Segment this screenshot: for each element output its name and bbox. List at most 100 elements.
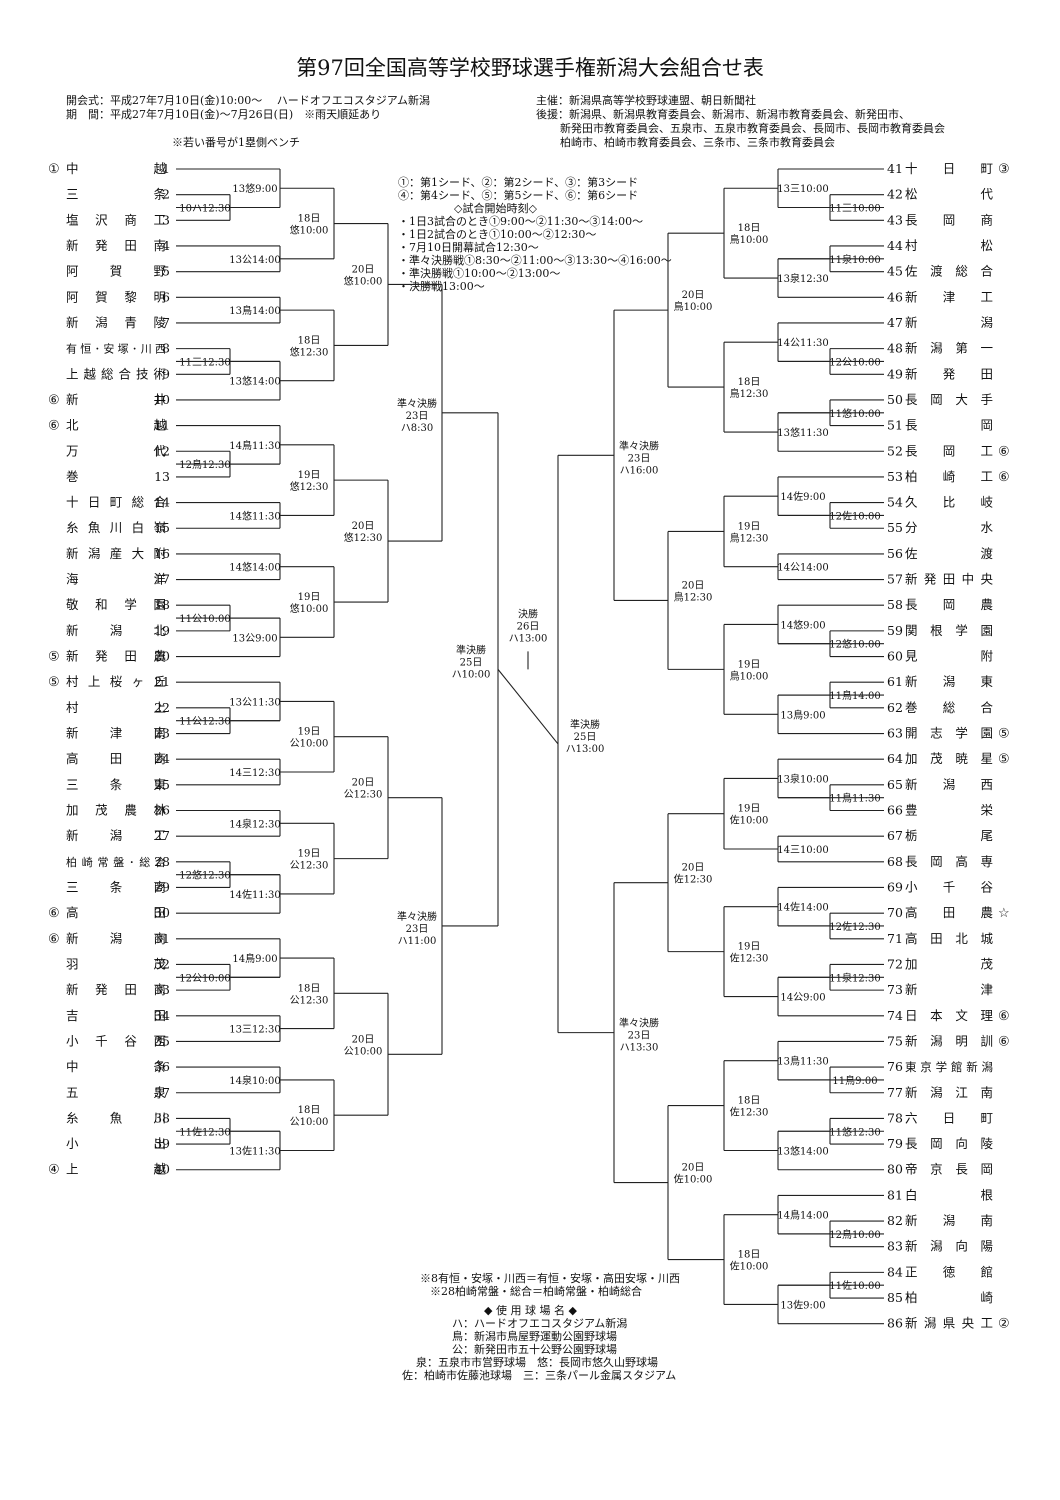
- team-number: 49: [887, 366, 903, 381]
- team-name: 新潟南: [905, 1213, 993, 1228]
- start-time-heading: ◇試合開始時刻◇: [454, 202, 537, 215]
- team-number: 86: [887, 1316, 903, 1331]
- team-number: 8: [162, 341, 170, 356]
- match-label: 公12:30: [344, 790, 383, 801]
- bench-note: ※若い番号が1塁側ベンチ: [172, 136, 300, 149]
- seed-mark: ⑤: [998, 727, 1010, 742]
- team-number: 31: [154, 931, 170, 946]
- match-label: 11三12:30: [179, 357, 231, 368]
- seed-mark: ①: [48, 162, 60, 177]
- team-number: 18: [154, 597, 170, 612]
- team-name: 万代: [66, 443, 166, 458]
- team-name: 分水: [905, 520, 993, 535]
- seed-legend-2: ④：第4シード、⑤：第5シード、⑥：第6シード: [398, 189, 639, 202]
- team-name: 小出: [66, 1136, 166, 1151]
- team-number: 7: [162, 315, 170, 330]
- team-name: 新潟向陽: [905, 1239, 993, 1254]
- team-name: 高田農: [905, 905, 993, 920]
- team-name: 長岡: [905, 418, 993, 433]
- match-label: 13悠11:30: [777, 426, 829, 439]
- match-label: 13三10:00: [777, 184, 829, 195]
- match-label: 公12:30: [290, 861, 329, 872]
- match-label: 佐10:00: [730, 1261, 769, 1273]
- match-label: ハ10:00: [452, 669, 491, 680]
- team-name: 上越: [66, 1162, 166, 1177]
- team-name: 新潟県央工: [905, 1316, 993, 1331]
- team-number: 61: [887, 674, 903, 689]
- team-name: 上越総合技術: [66, 366, 166, 381]
- match-label: 23日: [628, 453, 651, 464]
- team-number: 45: [887, 264, 903, 279]
- match-label: 14泉12:30: [229, 817, 281, 830]
- match-label: 13悠14:00: [777, 1144, 829, 1157]
- team-number: 24: [154, 751, 170, 766]
- match-label: 14鳥14:00: [777, 1209, 829, 1222]
- team-number: 15: [154, 520, 170, 535]
- team-name: 阿賀黎明: [66, 289, 166, 304]
- team-number: 2: [162, 187, 170, 202]
- match-label: 19日: [738, 521, 761, 532]
- team-number: 82: [887, 1213, 903, 1228]
- match-label: 19日: [738, 804, 761, 815]
- start-time-rule-3: ・7月10日開幕試合12:30〜: [398, 241, 539, 254]
- team-number: 44: [887, 238, 903, 253]
- match-label: ハ11:00: [398, 936, 437, 947]
- team-name: 新潟西: [905, 777, 993, 792]
- match-label: 14悠9:00: [780, 618, 825, 631]
- team-name: 羽茂: [66, 956, 166, 971]
- seed-legend-1: ①：第1シード、②：第2シード、③：第3シード: [398, 176, 639, 189]
- match-label: 鳥10:00: [674, 300, 713, 313]
- match-label: 18日: [298, 1105, 321, 1116]
- team-name: 高田北城: [905, 931, 993, 946]
- team-name: 新潟商: [66, 931, 166, 946]
- team-number: 85: [887, 1290, 903, 1305]
- match-label: 14三12:30: [229, 768, 281, 779]
- match-label: 悠12:30: [290, 480, 329, 493]
- match-label: 19日: [738, 942, 761, 953]
- team-name: 新発田商: [66, 982, 166, 997]
- seed-mark: ⑥: [998, 1009, 1010, 1024]
- team-number: 20: [154, 649, 170, 664]
- match-label: 19日: [738, 659, 761, 670]
- ceremony-info: 開会式：平成27年7月10日(金)10:00〜 ハードオフエコスタジアム新潟: [66, 94, 431, 107]
- team-name: 長岡大手: [905, 392, 993, 407]
- team-number: 33: [154, 982, 170, 997]
- team-name: 新井: [66, 392, 166, 407]
- team-name: 新津南: [66, 726, 166, 741]
- team-name: 佐渡: [905, 546, 993, 561]
- seed-mark: ⑥: [998, 1034, 1010, 1049]
- match-label: 20日: [352, 778, 375, 789]
- team-number: 69: [887, 879, 903, 894]
- match-label: 18日: [298, 214, 321, 225]
- match-label: 14悠14:00: [229, 561, 281, 574]
- match-label: 26日: [517, 621, 540, 632]
- team-number: 66: [887, 803, 903, 818]
- match-label: 13悠14:00: [229, 375, 281, 388]
- team-name: 柏崎工: [905, 469, 993, 484]
- match-label: 鳥12:30: [730, 531, 769, 544]
- team-name: 小千谷西: [66, 1033, 166, 1048]
- team-number: 68: [887, 854, 903, 869]
- team-name: 東京学館新潟: [905, 1060, 993, 1074]
- team-name: 長岡農: [905, 597, 993, 612]
- support-line-3: 柏崎市、柏崎市教育委員会、三条市、三条市教育委員会: [560, 136, 835, 149]
- team-name: 新潟江南: [905, 1085, 993, 1100]
- match-label: 11三10:00: [829, 203, 881, 214]
- team-name: 長岡向陵: [905, 1136, 993, 1151]
- seed-mark: ⑥: [48, 393, 60, 408]
- venue-line-4: 泉：五泉市市営野球場 悠：長岡市悠久山野球場: [416, 1356, 658, 1369]
- team-number: 56: [887, 546, 903, 561]
- team-name: 新潟東: [905, 674, 993, 689]
- team-name: 敬和学園: [66, 597, 166, 612]
- team-name: 栃尾: [905, 828, 993, 843]
- team-name: 新津工: [905, 289, 993, 304]
- team-name: 新潟青陵: [66, 315, 166, 330]
- team-number: 80: [887, 1162, 903, 1177]
- seed-mark: ⑤: [998, 752, 1010, 767]
- match-label: 12公10:00: [829, 357, 881, 368]
- team-name: 三条東: [66, 777, 166, 792]
- match-label: 鳥10:00: [730, 233, 769, 246]
- venue-line-1: ハ：ハードオフエコスタジアム新潟: [452, 1317, 628, 1330]
- match-label: ハ13:00: [509, 633, 548, 644]
- team-name: 五泉: [66, 1085, 166, 1100]
